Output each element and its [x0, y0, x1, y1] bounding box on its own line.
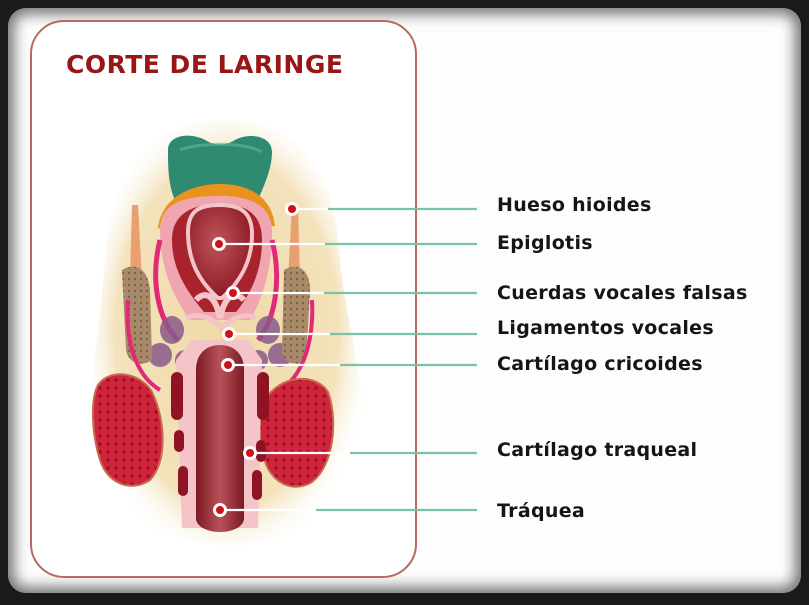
thyroid-lobe-left [91, 373, 164, 487]
thyroid-cartilage-arc [158, 184, 275, 230]
marker-cuerdas-vocales-falsas [226, 286, 240, 300]
epiglottis-shape [185, 202, 255, 300]
marker-epiglotis [212, 237, 226, 251]
marker-traquea [213, 503, 227, 517]
label-cartilago-cricoides: Cartílago cricoides [497, 353, 703, 375]
leader-lines [220, 207, 477, 512]
marker-hueso-hioides [285, 202, 299, 216]
label-cartilago-traqueal: Cartílago traqueal [497, 439, 698, 461]
diagram-title: CORTE DE LARINGE [66, 50, 344, 79]
trachea-lumen [196, 345, 244, 532]
label-hueso-hioides: Hueso hioides [497, 194, 652, 216]
thyroid-lobe-right [258, 377, 335, 488]
hyoid-bone-shape [168, 135, 272, 200]
marker-cartilago-traqueal [243, 446, 257, 460]
marker-ligamentos-vocales [222, 327, 236, 341]
label-ligamentos-vocales: Ligamentos vocales [497, 317, 714, 339]
label-epiglotis: Epiglotis [497, 232, 593, 254]
markers [212, 202, 299, 517]
label-cuerdas-vocales-falsas: Cuerdas vocales falsas [497, 282, 748, 304]
marker-cartilago-cricoides [221, 358, 235, 372]
label-traquea: Tráquea [497, 500, 585, 522]
